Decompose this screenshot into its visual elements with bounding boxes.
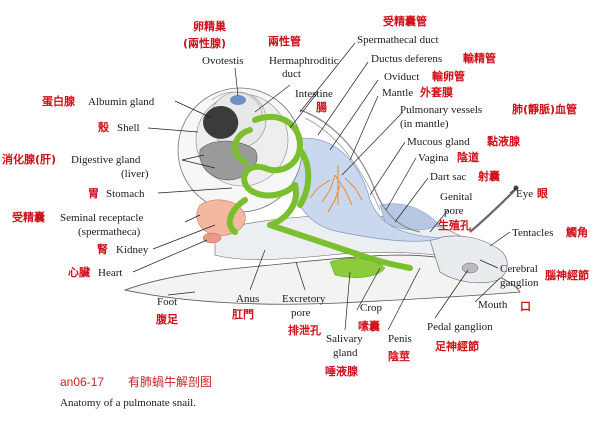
label-albumin-zh: 蛋白腺: [42, 94, 76, 108]
label-salivary-2: gland: [333, 347, 358, 359]
label-kidney: Kidney: [116, 244, 149, 256]
label-eye-zh: 眼: [537, 187, 548, 200]
albumin-gland-shape: [203, 105, 239, 139]
label-pedal: Pedal ganglion: [427, 321, 493, 333]
label-ductus-deferens-zh: 輸精管: [463, 51, 496, 65]
label-cerebral-1: Cerebral: [500, 263, 538, 275]
label-salivary-1: Salivary: [326, 333, 363, 345]
label-spermathecal: Spermathecal duct: [357, 34, 439, 46]
label-dart-sac-zh: 射囊: [477, 169, 501, 183]
label-mouth: Mouth: [478, 299, 508, 311]
label-stomach-zh: 胃: [88, 187, 99, 200]
ovotestis-shape: [230, 95, 246, 105]
label-mucous-zh: 黏液腺: [487, 134, 521, 148]
label-pulmonary-2: (in mantle): [400, 118, 449, 130]
label-shell-zh: 殼: [98, 120, 110, 134]
label-albumin: Albumin gland: [88, 96, 155, 108]
label-vagina: Vagina: [418, 152, 449, 164]
label-intestine: Intestine: [295, 88, 333, 100]
label-heart-zh: 心臟: [68, 265, 90, 279]
heart-shape: [202, 232, 222, 244]
label-spermathecal-zh: 受精囊管: [383, 14, 427, 28]
label-seminal-1: Seminal receptacle: [60, 212, 143, 224]
label-seminal-2: (spermatheca): [78, 226, 141, 238]
snail-foot: [123, 254, 521, 305]
label-dart-sac: Dart sac: [430, 171, 466, 183]
label-crop: Crop: [360, 302, 383, 314]
caption-chinese: 有肺蝸牛解剖图: [128, 374, 212, 389]
label-digestive-zh: 消化腺(肝): [2, 152, 56, 166]
leader-lines: [132, 42, 517, 331]
label-hermaphroditic-zh: 兩性管: [268, 34, 301, 48]
salivary-gland-shape: [329, 257, 386, 278]
label-shell: Shell: [117, 122, 140, 134]
caption-code: an06-17: [60, 375, 104, 389]
label-ovotestis: Ovotestis: [202, 55, 244, 67]
label-anus-zh: 肛門: [232, 308, 254, 321]
ganglion-shape: [461, 262, 479, 274]
chinese-labels: 卵精巢 (兩性腺) 兩性管 受精囊管 輸精管 輸卵管 外套膜 肺(靜脈)血管 黏…: [2, 14, 589, 378]
label-vagina-zh: 陰道: [457, 150, 479, 164]
label-excretory-1: Excretory: [282, 293, 326, 305]
label-genital-zh: 生殖孔: [438, 218, 471, 232]
label-kidney-zh: 腎: [97, 243, 108, 256]
label-hermaphroditic-1: Hermaphroditic: [269, 55, 339, 67]
label-tentacles-zh: 觸角: [566, 225, 588, 239]
reproductive-duct: [299, 109, 421, 233]
label-excretory-zh: 排泄孔: [288, 323, 321, 337]
label-foot: Foot: [157, 296, 177, 308]
label-mucous: Mucous gland: [407, 136, 470, 148]
pulmonary-vessels: [309, 165, 363, 213]
label-intestine-zh: 腸: [316, 101, 327, 114]
label-mantle: Mantle: [382, 87, 413, 99]
label-penis: Penis: [388, 333, 412, 345]
label-oviduct-zh: 輸卵管: [432, 69, 465, 83]
snail-illustration: [123, 87, 521, 305]
label-cerebral-2: ganglion: [500, 277, 539, 289]
figure-caption: an06-17 有肺蝸牛解剖图 Anatomy of a pulmonate s…: [60, 374, 212, 409]
label-cerebral-zh: 腦神經節: [545, 268, 589, 282]
label-digestive-2: (liver): [121, 168, 149, 180]
reproductive-duct-2: [304, 117, 381, 211]
mantle-region: [288, 137, 441, 242]
label-anus: Anus: [236, 293, 259, 305]
label-crop-zh: 嗉囊: [358, 319, 381, 333]
label-pulmonary-1: Pulmonary vessels: [400, 104, 482, 116]
label-pulmonary-zh: 肺(靜脈)血管: [512, 102, 577, 116]
label-mantle-zh: 外套膜: [419, 85, 453, 99]
label-seminal-zh: 受精囊: [12, 210, 46, 224]
label-ductus-deferens: Ductus deferens: [371, 53, 442, 65]
label-heart: Heart: [98, 267, 122, 279]
snail-head: [429, 235, 508, 284]
label-salivary-zh: 唾液腺: [325, 364, 359, 378]
label-tentacles: Tentacles: [512, 227, 553, 239]
label-foot-zh: 腹足: [156, 312, 179, 326]
label-pedal-zh: 足神經節: [435, 339, 479, 353]
label-eye: Eye: [516, 188, 533, 200]
label-oviduct: Oviduct: [384, 71, 419, 83]
english-labels: Ovotestis Hermaphroditic duct Intestine …: [60, 34, 553, 359]
label-excretory-2: pore: [291, 307, 311, 319]
label-mouth-zh: 口: [520, 300, 531, 313]
label-digestive-1: Digestive gland: [71, 154, 141, 166]
label-penis-zh: 陰莖: [388, 349, 410, 363]
caption-english: Anatomy of a pulmonate snail.: [60, 397, 196, 409]
label-hermaphroditic-2: duct: [282, 68, 301, 80]
label-genital-1: Genital: [440, 191, 472, 203]
label-genital-2: pore: [444, 205, 464, 217]
label-ovotestis-zh: 卵精巢: [193, 19, 227, 33]
label-stomach: Stomach: [106, 188, 145, 200]
tentacle-shape: [469, 189, 516, 233]
mantle-region-2: [379, 203, 441, 231]
intestine-coils: [226, 113, 413, 271]
label-ovotestis-zh2: (兩性腺): [183, 36, 226, 50]
